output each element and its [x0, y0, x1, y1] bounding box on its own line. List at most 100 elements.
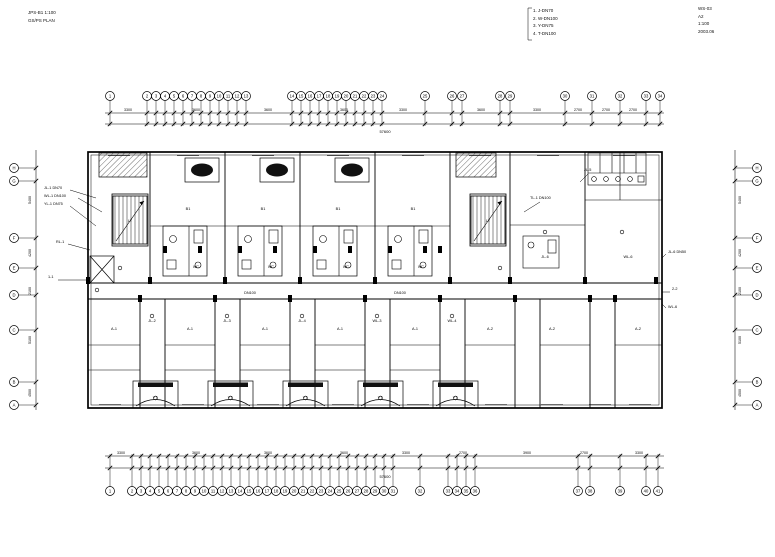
dim-tick — [165, 465, 171, 471]
dim-tick — [192, 453, 198, 459]
dim-tick — [219, 465, 225, 471]
axis-bubble-label: 30 — [563, 94, 568, 99]
balconies — [132, 380, 479, 409]
upper-room-partitions — [150, 152, 662, 227]
plan-label: B1 — [261, 207, 266, 211]
legend-bracket — [527, 7, 532, 41]
axis-bubble-label: 10 — [202, 489, 207, 494]
dim-tick — [129, 465, 135, 471]
column — [508, 277, 512, 284]
dim-tick — [237, 453, 243, 459]
dim-text: 3600 — [192, 108, 200, 112]
dim-tick — [138, 465, 144, 471]
dim-tick — [657, 110, 663, 116]
dim-tick — [246, 465, 252, 471]
axis-bubble — [573, 486, 583, 496]
dim-tick — [165, 453, 171, 459]
dim-text: 3300 — [117, 451, 125, 455]
column — [513, 295, 517, 302]
dim-total: 57600 — [379, 129, 391, 134]
axis-bubble — [447, 91, 457, 101]
dim-tick — [507, 121, 513, 127]
note-line: 1:100 — [698, 21, 710, 27]
dim-tick — [237, 465, 243, 471]
plan-label: A-1 — [412, 327, 418, 331]
axis-bubble-label: 32 — [418, 489, 423, 494]
dim-text: 5400 — [738, 196, 742, 204]
dim-tick — [422, 110, 428, 116]
dim-text: 3300 — [399, 108, 407, 112]
lower-room-partitions — [88, 344, 662, 371]
dim-tick — [174, 465, 180, 471]
bathtubs — [184, 157, 370, 183]
dim-tick — [587, 453, 593, 459]
column — [423, 246, 427, 253]
dim-tick — [33, 327, 39, 333]
dim-tick — [345, 453, 351, 459]
dim-tick — [33, 235, 39, 241]
axis-bubble-label: 17 — [265, 489, 270, 494]
axis-bubble — [752, 233, 762, 243]
axis-bubble-label: 16 — [256, 489, 261, 494]
annotation-text: 2-2 — [672, 287, 678, 291]
note-line: JPS-B1 1:100 — [28, 10, 56, 15]
axis-bubble-label: 16 — [308, 94, 313, 99]
wc-fixture — [591, 176, 597, 182]
column — [363, 295, 367, 302]
dim-tick — [298, 110, 304, 116]
dim-tick — [33, 292, 39, 298]
dim-tick — [180, 110, 186, 116]
axis-bubble — [752, 400, 762, 410]
dim-tick — [497, 110, 503, 116]
dim-tick — [354, 465, 360, 471]
axis-bubble-label: 38 — [588, 489, 593, 494]
dim-tick — [309, 453, 315, 459]
axis-bubble-label: 23 — [319, 489, 324, 494]
dim-tick — [156, 465, 162, 471]
axis-bubble-label: G — [755, 179, 758, 184]
dim-tick — [228, 453, 234, 459]
plan-label: B1 — [186, 207, 191, 211]
dim-tick — [343, 121, 349, 127]
axis-bubble — [457, 91, 467, 101]
pipe-riser — [94, 287, 100, 293]
right-room-fixtures — [522, 235, 560, 269]
axis-bubble-label: 28 — [364, 489, 369, 494]
plan-label: WC — [268, 265, 275, 269]
dim-tick — [309, 465, 315, 471]
axis-bubble — [9, 325, 19, 335]
dim-tick — [207, 121, 213, 127]
axis-bubble-label: 27 — [355, 489, 360, 494]
axis-bubble — [752, 325, 762, 335]
dim-tick — [147, 465, 153, 471]
dim-tick — [417, 453, 423, 459]
axis-bubble-label: B — [756, 380, 759, 385]
dim-tick — [264, 453, 270, 459]
axis-bubble-label: 9 — [194, 489, 197, 494]
axis-bubble — [415, 486, 425, 496]
dim-tick — [454, 453, 460, 459]
dim-text: 3300 — [124, 108, 132, 112]
dim-tick — [325, 110, 331, 116]
dim-tick — [198, 110, 204, 116]
dim-tick — [289, 121, 295, 127]
toilet-block — [587, 152, 647, 186]
annotation-leader — [69, 189, 97, 199]
axis-bubble-label: 2 — [131, 489, 134, 494]
dim-tick — [255, 465, 261, 471]
column — [613, 295, 617, 302]
axis-bubble-label: 7 — [191, 94, 194, 99]
plan-label: YT — [228, 396, 234, 400]
axis-bubble-label: 8 — [200, 94, 203, 99]
axis-bubble — [752, 163, 762, 173]
axis-bubble-label: A — [13, 403, 16, 408]
dim-text: 3600 — [340, 451, 348, 455]
axis-bubble-label: 39 — [618, 489, 623, 494]
dim-tick — [291, 453, 297, 459]
dim-tick — [372, 453, 378, 459]
dim-tick — [449, 121, 455, 127]
note-line: GS/PS PLAN — [28, 17, 55, 23]
dim-tick — [643, 110, 649, 116]
axis-bubble-label: 18 — [326, 94, 331, 99]
dim-tick — [282, 453, 288, 459]
